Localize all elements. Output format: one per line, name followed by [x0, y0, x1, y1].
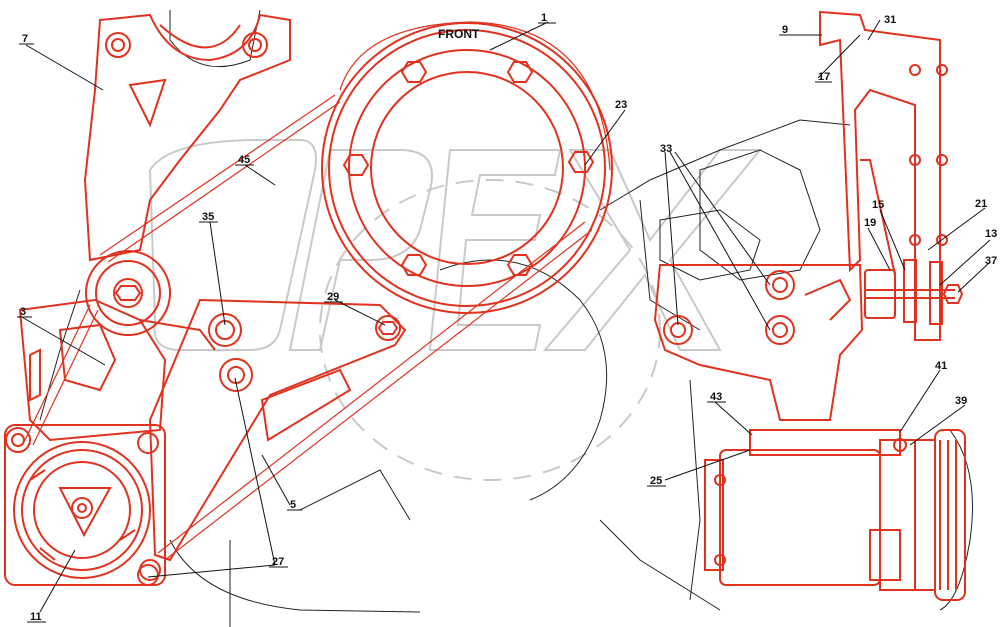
callout-5: 5	[290, 499, 296, 511]
callout-17: 17	[818, 71, 830, 83]
mounting-bracket-7	[83, 13, 291, 262]
upper-bracket-17	[819, 10, 948, 341]
crankshaft-pulley-1	[321, 22, 613, 314]
callout-45: 45	[238, 154, 250, 166]
callout-11: 11	[30, 611, 42, 623]
callout-1: 1	[541, 12, 547, 24]
callout-35: 35	[202, 211, 214, 223]
callout-43: 43	[710, 391, 722, 403]
adjusting-arm-5	[148, 298, 407, 562]
callout-7: 7	[22, 33, 28, 45]
callout-27: 27	[272, 556, 284, 568]
callout-15: 15	[872, 199, 884, 211]
callout-underlines	[17, 22, 832, 623]
callout-19: 19	[864, 217, 876, 229]
callout-9: 9	[782, 24, 788, 36]
callout-37: 37	[985, 255, 997, 267]
engine-block-outline-right	[599, 119, 973, 611]
ac-compressor-11-front-view	[4, 424, 166, 586]
callout-29: 29	[327, 291, 339, 303]
compressor-bracket-3	[18, 298, 216, 442]
drive-belt-45	[24, 21, 611, 561]
callout-33: 33	[660, 143, 672, 155]
idler-pulley	[85, 250, 171, 336]
callout-41: 41	[935, 360, 947, 372]
ac-compressor-side-view	[704, 429, 966, 601]
callout-23: 23	[615, 99, 627, 111]
watermark-logo	[148, 139, 763, 481]
compressor-mount-bracket	[653, 264, 864, 421]
callout-numbers: 1 3 5 7 9 11 13 15 17 19 21 23 25 27 29 …	[20, 12, 997, 623]
leader-lines	[19, 19, 991, 613]
callout-13: 13	[985, 228, 997, 240]
callout-21: 21	[975, 198, 987, 210]
callout-31: 31	[884, 14, 896, 26]
front-label: FRONT	[438, 27, 480, 41]
callout-25: 25	[650, 475, 662, 487]
callout-39: 39	[955, 395, 967, 407]
isolator-bushing-assembly	[860, 159, 964, 325]
callout-3: 3	[20, 306, 26, 318]
